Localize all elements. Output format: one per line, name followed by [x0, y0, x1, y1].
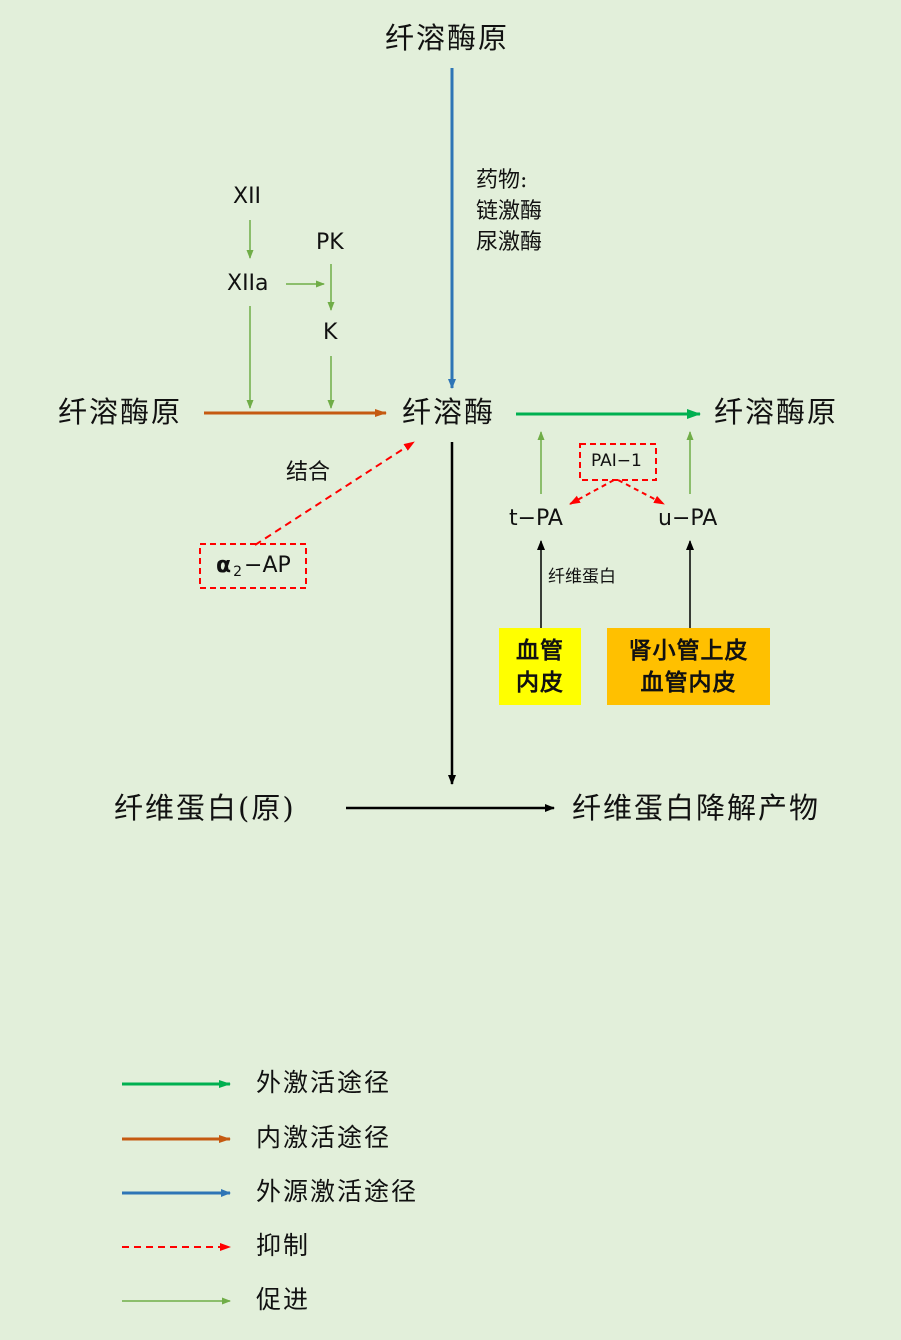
alpha-symbol: α: [216, 553, 232, 578]
plasminogen-right: 纤溶酶原: [714, 395, 839, 429]
plasminogen-left: 纤溶酶原: [58, 395, 183, 429]
drugs-title: 药物:: [476, 168, 528, 193]
tpa-label: t−PA: [509, 506, 563, 531]
legend-inhibit: 抑制: [256, 1231, 311, 1260]
renal-line-2: 血管内皮: [640, 668, 737, 696]
alpha2-ap-suffix: −AP: [244, 553, 291, 578]
endothelium-line-2: 内皮: [516, 668, 564, 696]
plasmin: 纤溶酶: [402, 395, 496, 429]
legend-promote: 促进: [256, 1285, 311, 1314]
drug-streptokinase: 链激酶: [476, 199, 543, 224]
pai1-label: PAI−1: [591, 451, 642, 471]
prekallikrein: PK: [316, 230, 344, 255]
vascular-endothelium-box: 血管 内皮: [499, 628, 581, 705]
factor-xii: XII: [233, 184, 262, 209]
renal-tubule-box: 肾小管上皮 血管内皮: [607, 628, 770, 705]
arrow-a2ap-to-plasmin: [254, 441, 415, 546]
fibrin-cofactor-label: 纤维蛋白: [548, 567, 616, 587]
legend-exogenous: 外源激活途径: [256, 1177, 419, 1206]
legend-intrinsic: 内激活途径: [256, 1123, 392, 1152]
binding-label: 结合: [286, 460, 331, 485]
arrow-pai1-to-tpa: [569, 479, 615, 505]
legend-extrinsic: 外激活途径: [256, 1068, 392, 1097]
endothelium-line-1: 血管: [516, 637, 564, 665]
fibrin-degradation-products: 纤维蛋白降解产物: [572, 791, 821, 825]
pai1-box: [579, 443, 657, 481]
plasminogen-top: 纤溶酶原: [385, 21, 510, 55]
fibrinogen: 纤维蛋白(原): [114, 791, 296, 825]
a2ap-box: [199, 543, 307, 589]
upa-label: u−PA: [658, 506, 718, 531]
renal-line-1: 肾小管上皮: [628, 637, 749, 665]
arrow-pai1-to-upa: [617, 479, 665, 505]
alpha-subscript: 2: [233, 564, 243, 580]
factor-xiia: XIIa: [227, 271, 269, 296]
kallikrein: K: [323, 320, 338, 345]
drug-urokinase: 尿激酶: [476, 230, 543, 255]
